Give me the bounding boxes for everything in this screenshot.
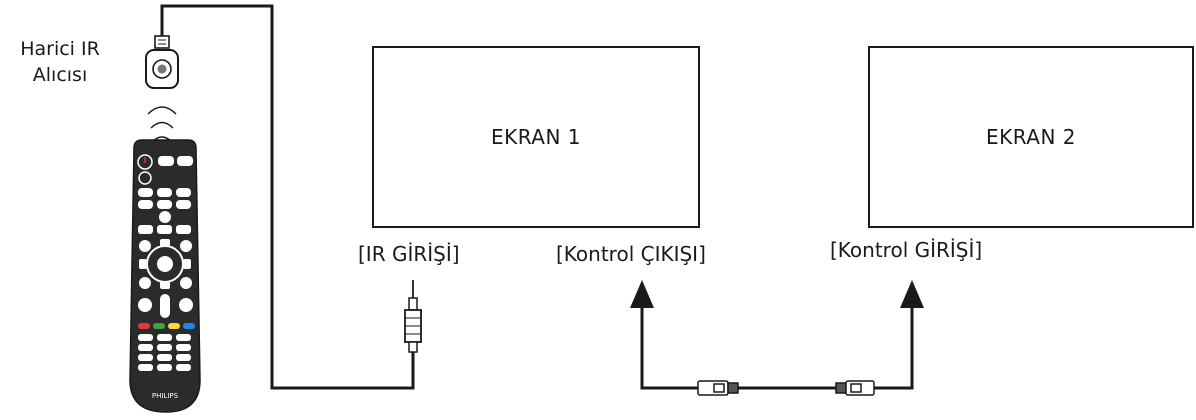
control-cable-end bbox=[872, 308, 914, 390]
ir-receiver-label-line2: Alıcısı bbox=[32, 64, 88, 86]
screen-2-title: EKRAN 2 bbox=[985, 125, 1077, 149]
ir-receiver-cable bbox=[160, 4, 415, 390]
ir-receiver-icon bbox=[145, 35, 179, 89]
control-out-port-label: [Kontrol ÇIKIŞI] bbox=[556, 242, 706, 266]
connector-left-icon bbox=[697, 380, 739, 396]
remote-control-icon: PHILIPS bbox=[129, 139, 201, 413]
screen-1: EKRAN 1 bbox=[372, 46, 700, 228]
ir-signal-waves-icon bbox=[147, 106, 177, 142]
screen-2: EKRAN 2 bbox=[868, 46, 1194, 228]
screen-1-title: EKRAN 1 bbox=[490, 125, 582, 149]
remote-brand-text: PHILIPS bbox=[152, 392, 179, 400]
ir-in-port-label: [IR GİRİŞİ] bbox=[358, 242, 460, 266]
control-in-arrow-icon bbox=[900, 280, 924, 308]
ir-receiver-label-line1: Harici IR bbox=[20, 38, 100, 60]
connector-right-icon bbox=[835, 380, 875, 396]
control-in-port-label: [Kontrol GİRİŞİ] bbox=[830, 238, 983, 262]
ir-jack-plug-icon bbox=[404, 280, 422, 353]
ir-receiver-label: Harici IR Alıcısı bbox=[8, 36, 112, 88]
control-out-arrow-icon bbox=[630, 280, 654, 308]
control-cable bbox=[640, 308, 700, 390]
